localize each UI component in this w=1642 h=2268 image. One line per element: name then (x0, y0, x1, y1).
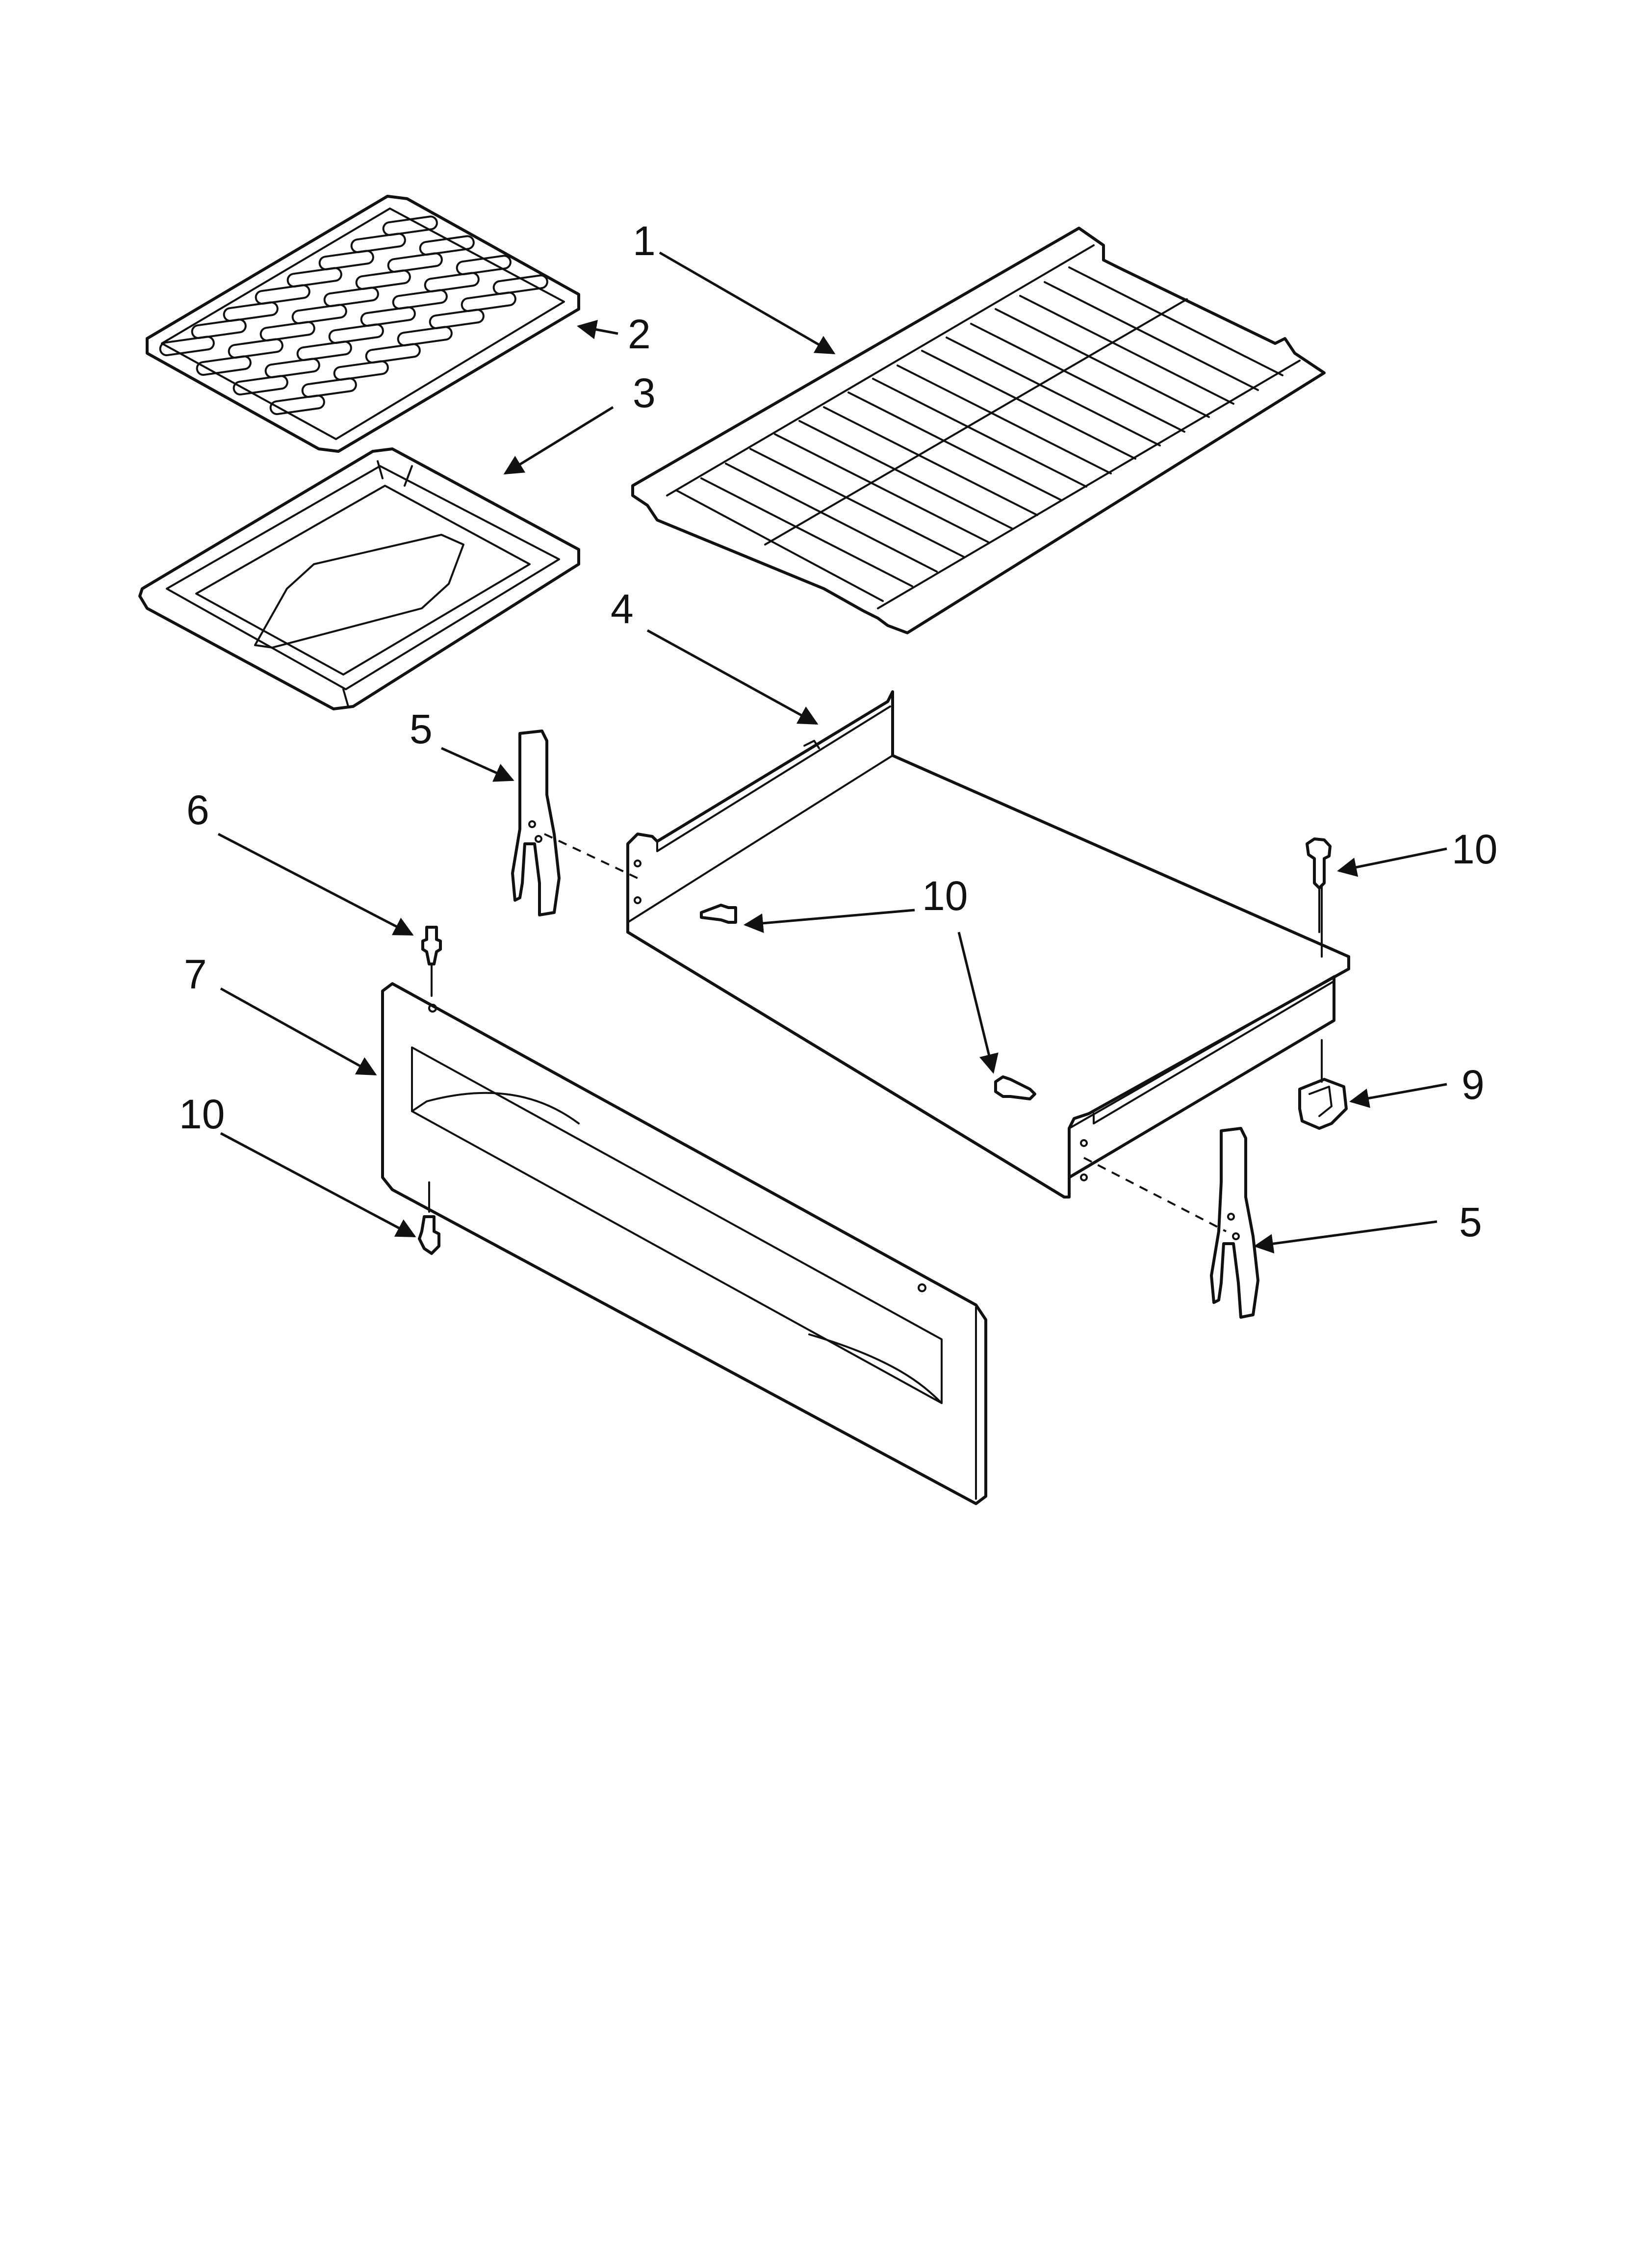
callout-10-top-right: 10 (1452, 826, 1497, 872)
callout-10-middle: 10 (922, 873, 968, 919)
callout-3: 3 (633, 370, 656, 416)
screw-drawer-left (700, 904, 737, 924)
callout-5-left: 5 (410, 706, 433, 752)
callout-1: 1 (633, 218, 656, 264)
drawer-slide-right (1210, 1127, 1259, 1319)
screw-drawer-right (994, 1075, 1036, 1100)
callout-4: 4 (611, 586, 634, 632)
callout-7: 7 (184, 951, 207, 997)
screw-top-right (1306, 837, 1332, 933)
storage-drawer (626, 690, 1350, 1199)
drawer-slide-left (511, 730, 561, 916)
broiler-pan (138, 447, 580, 710)
alignment-line-right (1083, 1157, 1227, 1232)
broiler-grid (146, 195, 580, 453)
callout-6: 6 (186, 787, 209, 833)
callout-2: 2 (628, 311, 651, 357)
callout-5-right: 5 (1459, 1199, 1482, 1245)
callout-9: 9 (1462, 1062, 1485, 1108)
drawer-front-panel (381, 982, 987, 1505)
clip-part (1298, 1039, 1348, 1130)
screw-bottom-left (418, 1181, 440, 1255)
callout-10-bottom-left: 10 (179, 1091, 225, 1137)
leader-lines (217, 251, 1447, 1253)
oven-rack (631, 227, 1326, 634)
alignment-line-left (544, 833, 638, 879)
pin-part (421, 926, 442, 997)
